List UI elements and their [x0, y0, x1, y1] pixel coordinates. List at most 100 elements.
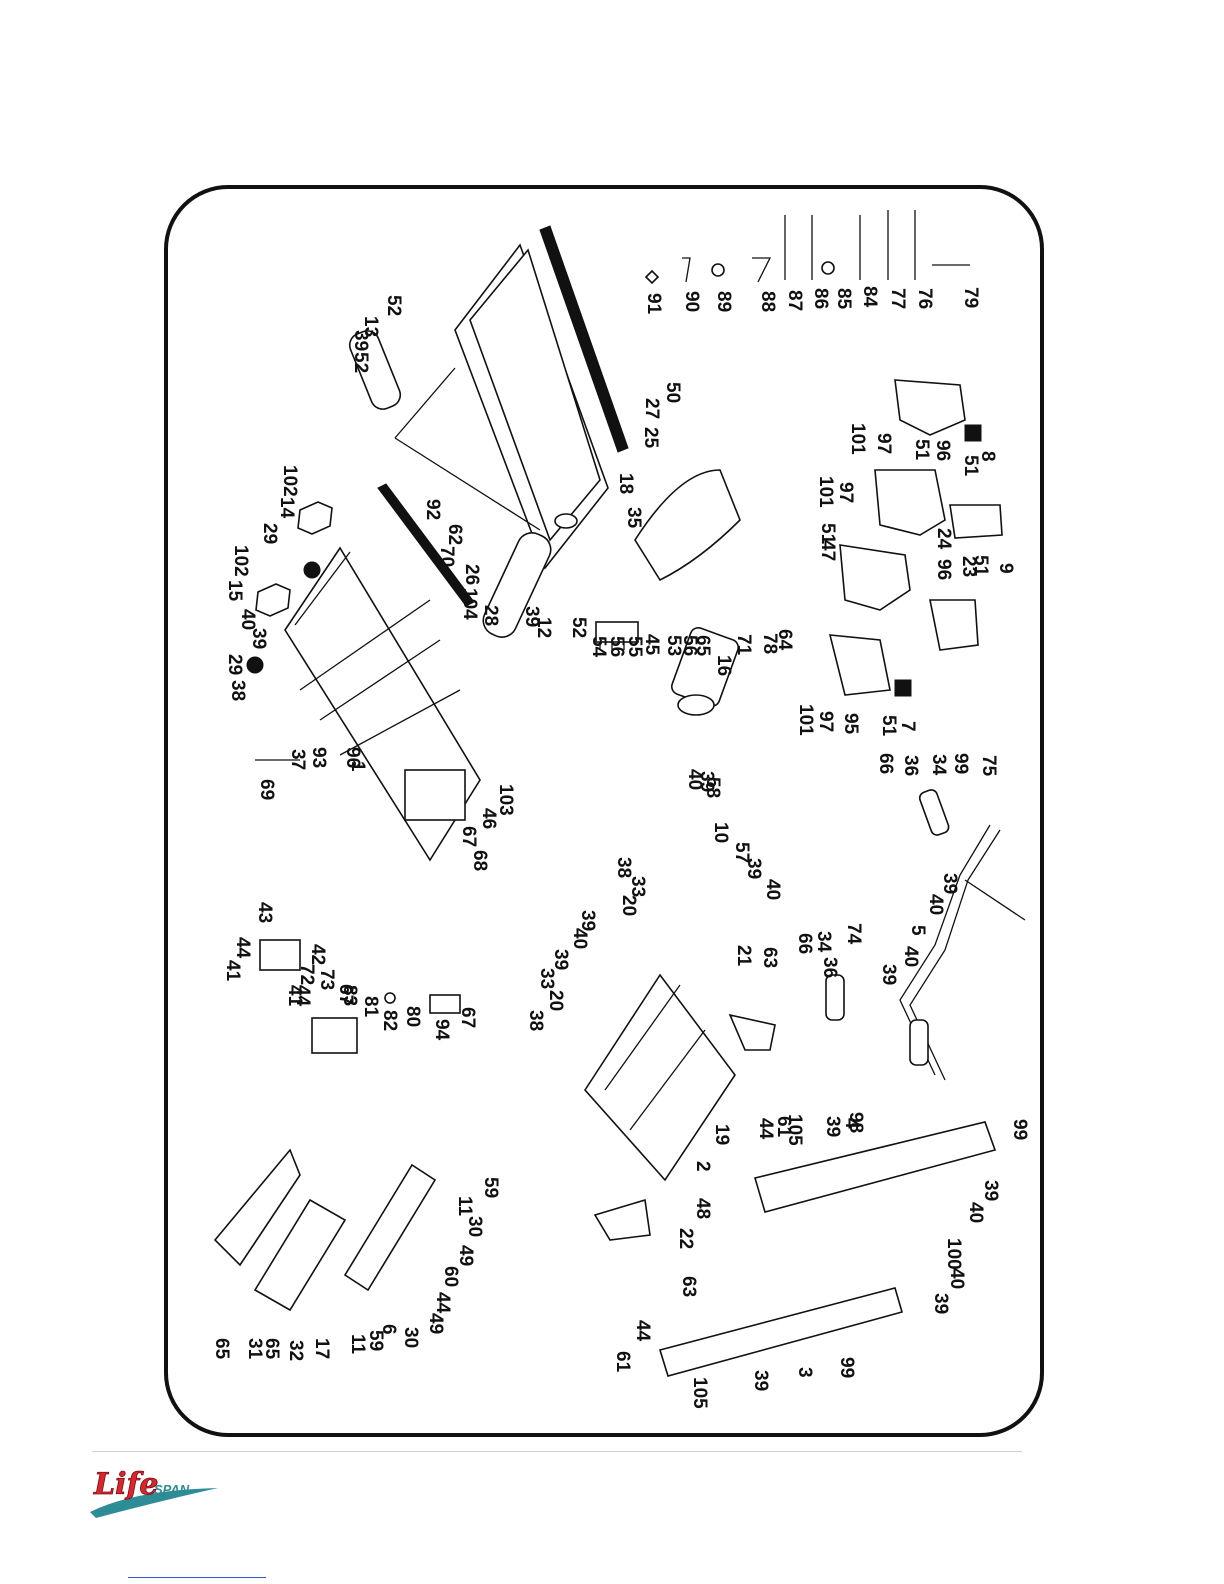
callout-39k: 39	[980, 1180, 1001, 1201]
callout-53: 53	[663, 635, 684, 656]
callout-88: 88	[757, 291, 778, 312]
callout-24: 24	[933, 528, 954, 550]
callout-61a: 61	[773, 1116, 794, 1138]
callout-25: 25	[640, 427, 661, 449]
callout-4: 4	[841, 1118, 862, 1129]
callout-12: 12	[533, 617, 554, 638]
callout-104: 104	[459, 588, 480, 620]
callout-57: 57	[731, 842, 752, 863]
callout-labels: 1 2 3 4 5 6 7 8 9 10 11 11 12 13 14 15 1…	[211, 286, 1030, 1409]
callout-14: 14	[276, 497, 297, 519]
callout-11b: 11	[347, 1334, 368, 1355]
callout-9: 9	[995, 563, 1016, 574]
callout-40f: 40	[900, 946, 921, 967]
stabilizer-lower	[658, 1287, 903, 1377]
callout-38c: 38	[525, 1010, 546, 1031]
link-underline[interactable]	[128, 1577, 266, 1578]
callout-69: 69	[256, 779, 277, 800]
callout-16: 16	[713, 655, 734, 676]
callout-67a: 67	[458, 826, 479, 847]
callout-68: 68	[469, 850, 490, 871]
callout-40c: 40	[762, 879, 783, 900]
console-base	[828, 634, 912, 697]
callout-72: 72	[296, 964, 317, 985]
callout-30b: 30	[400, 1327, 421, 1348]
callout-52b: 52	[350, 352, 371, 373]
callout-90: 90	[681, 291, 702, 312]
callout-39l: 39	[930, 1293, 951, 1314]
logo-swoosh	[90, 1488, 218, 1518]
console-back-housing	[839, 504, 1003, 651]
stabilizer-upper	[753, 1121, 997, 1213]
callout-67c: 67	[457, 1007, 478, 1028]
callout-5: 5	[907, 925, 928, 936]
callout-36a: 36	[900, 755, 921, 776]
rear-cover	[253, 1198, 347, 1312]
callout-66b: 66	[794, 933, 815, 954]
callout-22: 22	[675, 1228, 696, 1249]
logo-primary: Life	[93, 1467, 158, 1502]
callout-76: 76	[914, 288, 935, 309]
callout-40g: 40	[965, 1202, 986, 1223]
callout-18: 18	[615, 473, 636, 494]
drive-motor	[670, 627, 740, 716]
callout-43: 43	[254, 902, 275, 923]
callout-97b: 97	[835, 482, 856, 503]
callout-23: 23	[958, 556, 979, 577]
incline-assembly	[259, 939, 461, 1054]
callout-11a: 11	[454, 1196, 475, 1217]
callout-97a: 97	[873, 433, 894, 454]
console-hood	[634, 469, 741, 582]
callout-74: 74	[843, 923, 864, 945]
callout-66a: 66	[875, 753, 896, 774]
console-display	[874, 469, 946, 536]
base-cap	[593, 1198, 651, 1241]
callout-99b: 99	[1009, 1119, 1030, 1140]
callout-13: 13	[360, 316, 381, 337]
callout-55: 55	[624, 636, 645, 658]
callout-20b: 20	[545, 990, 566, 1011]
callout-95: 95	[840, 713, 861, 735]
callout-31: 31	[244, 1338, 265, 1360]
callout-58: 58	[702, 777, 723, 798]
callout-84: 84	[859, 286, 880, 308]
callout-70: 70	[436, 546, 457, 567]
callout-1: 1	[347, 761, 368, 772]
callout-39b: 39	[248, 628, 269, 649]
callout-83: 83	[339, 985, 360, 1006]
callout-92: 92	[422, 499, 443, 520]
callout-87: 87	[784, 290, 805, 311]
callout-78: 78	[759, 633, 780, 654]
callout-44e: 44	[632, 1320, 653, 1342]
callout-17: 17	[311, 1338, 332, 1359]
callout-99a: 99	[950, 753, 971, 774]
main-frame	[255, 546, 481, 862]
callout-35: 35	[623, 507, 644, 529]
side-rail-left	[377, 483, 475, 607]
callout-102b: 102	[230, 545, 251, 577]
callout-60: 60	[440, 1266, 461, 1287]
callout-98: 98	[845, 1112, 866, 1133]
callout-40h: 40	[946, 1268, 967, 1289]
callout-94: 94	[431, 1019, 452, 1041]
callout-49b: 49	[425, 1313, 446, 1334]
callout-103: 103	[495, 784, 516, 816]
callout-40b: 40	[684, 769, 705, 790]
callout-34a: 34	[928, 754, 949, 776]
callout-6: 6	[378, 1324, 399, 1335]
logo-secondary: SPAN	[154, 1482, 190, 1497]
callout-44d: 44	[755, 1118, 776, 1140]
callout-51e: 51	[878, 715, 899, 737]
callout-81: 81	[360, 996, 381, 1018]
callout-33a: 33	[627, 876, 648, 897]
callout-39j: 39	[822, 1116, 843, 1137]
callout-62: 62	[444, 524, 465, 545]
callout-105a: 105	[784, 1114, 805, 1146]
callout-20a: 20	[618, 895, 639, 916]
callout-39m: 39	[750, 1370, 771, 1391]
base-frame	[583, 973, 736, 1182]
callout-101b: 101	[815, 476, 836, 508]
callout-39e: 39	[743, 858, 764, 879]
callout-27: 27	[641, 398, 662, 419]
callout-50: 50	[662, 382, 683, 403]
